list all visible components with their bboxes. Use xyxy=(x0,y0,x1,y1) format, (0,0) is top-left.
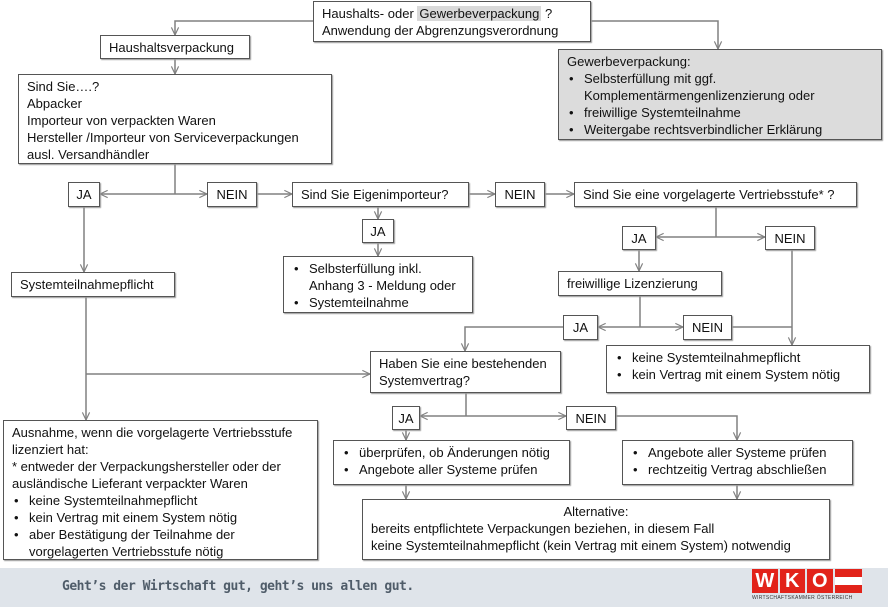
list-item: aber Bestätigung der Teilnahme der vorge… xyxy=(12,526,309,560)
nein-box: NEIN xyxy=(765,226,815,250)
ausnahme-box: Ausnahme, wenn die vorgelagerte Vertrieb… xyxy=(3,420,318,560)
line: * entweder der Verpackungshersteller ode… xyxy=(12,459,281,491)
list-item: keine Systemteilnahmepflicht xyxy=(615,349,861,366)
ja-box: JA xyxy=(392,406,420,430)
haushalt-box: Haushaltsverpackung xyxy=(100,35,250,59)
top-question-box: Haushalts- oder Gewerbeverpackung ? Anwe… xyxy=(313,1,591,42)
connector xyxy=(465,326,563,351)
line: Sind Sie….? xyxy=(27,79,100,94)
gewerbe-box: Gewerbeverpackung: Selbsterfüllung mit g… xyxy=(558,49,882,140)
slogan: Geht’s der Wirtschaft gut, geht’s uns al… xyxy=(62,579,414,594)
list-item: rechtzeitig Vertrag abschließen xyxy=(631,461,844,478)
austria-flag-icon xyxy=(834,569,863,593)
wko-logo: W K O WIRTSCHAFTSKAMMER ÖSTERREICH xyxy=(752,569,863,601)
gewerbe-title: Gewerbeverpackung: xyxy=(567,54,691,69)
line: bereits entpflichtete Verpackungen bezie… xyxy=(371,521,715,536)
ja-box: JA xyxy=(362,219,394,243)
nein-box: NEIN xyxy=(495,182,545,207)
angebote-box: Angebote aller Systeme prüfen rechtzeiti… xyxy=(622,440,853,485)
list-item: kein Vertrag mit einem System nötig xyxy=(12,509,309,526)
nein-box: NEIN xyxy=(566,406,616,430)
ja-box: JA xyxy=(563,315,598,340)
list-item: kein Vertrag mit einem System nötig xyxy=(615,366,861,383)
logo-letter: W xyxy=(752,569,778,593)
flowchart-connectors xyxy=(0,20,888,568)
selbst-box: Selbsterfüllung inkl. Anhang 3 - Meldung… xyxy=(283,256,473,313)
logo-subtitle: WIRTSCHAFTSKAMMER ÖSTERREICH xyxy=(752,595,853,601)
connector xyxy=(591,20,718,49)
keine-pflicht-box: keine Systemteilnahmepflicht kein Vertra… xyxy=(606,345,870,393)
vorgelagert-box: Sind Sie eine vorgelagerte Vertriebsstuf… xyxy=(574,182,857,207)
list-item: keine Systemteilnahmepflicht xyxy=(12,492,309,509)
line: keine Systemteilnahmepflicht (kein Vertr… xyxy=(371,538,791,553)
nein-box: NEIN xyxy=(683,315,732,340)
highlighted-term: Gewerbeverpackung xyxy=(417,6,542,21)
freiwillig-box: freiwillige Lizenzierung xyxy=(558,271,722,296)
list-item: überprüfen, ob Änderungen nötig xyxy=(342,444,561,461)
list-item: Selbsterfüllung inkl. Anhang 3 - Meldung… xyxy=(292,260,464,294)
connector xyxy=(616,415,737,440)
list-item: Angebote aller Systeme prüfen xyxy=(631,444,844,461)
line: Abpacker xyxy=(27,96,82,111)
list-item: Weitergabe rechtsverbindlicher Erklärung xyxy=(567,121,873,138)
line: Ausnahme, wenn die vorgelagerte Vertrieb… xyxy=(12,425,293,457)
eigenimporteur-box: Sind Sie Eigenimporteur? xyxy=(292,182,469,207)
alternative-title: Alternative: xyxy=(563,504,629,519)
logo-letter: K xyxy=(779,569,806,593)
alternative-box: Alternative: bereits entpflichtete Verpa… xyxy=(362,499,830,560)
line: ausl. Versandhändler xyxy=(27,147,150,162)
nein-box: NEIN xyxy=(207,182,257,207)
ja-box: JA xyxy=(622,226,656,250)
ja-box: JA xyxy=(68,182,100,207)
list-item: Selbsterfüllung mit ggf. Komplementärmen… xyxy=(567,70,873,104)
question-mark: ? xyxy=(541,6,553,21)
question-subtext: Anwendung der Abgrenzungsverordnung xyxy=(322,23,559,38)
footer-band: Geht’s der Wirtschaft gut, geht’s uns al… xyxy=(0,568,888,607)
systempflicht-box: Systemteilnahmepflicht xyxy=(11,272,175,297)
line: Importeur von verpackten Waren xyxy=(27,113,216,128)
line: Hersteller /Importeur von Serviceverpack… xyxy=(27,130,299,145)
question-text: Haushalts- oder xyxy=(322,6,418,21)
sind-sie-box: Sind Sie….? Abpacker Importeur von verpa… xyxy=(18,74,332,164)
list-item: Angebote aller Systeme prüfen xyxy=(342,461,561,478)
haben-sie-box: Haben Sie eine bestehenden Systemvertrag… xyxy=(370,351,561,393)
connector xyxy=(175,20,313,35)
list-item: Systemteilnahme xyxy=(292,294,464,311)
list-item: freiwillige Systemteilnahme xyxy=(567,104,873,121)
pruefen-box: überprüfen, ob Änderungen nötig Angebote… xyxy=(333,440,570,485)
logo-letter: O xyxy=(807,569,833,593)
